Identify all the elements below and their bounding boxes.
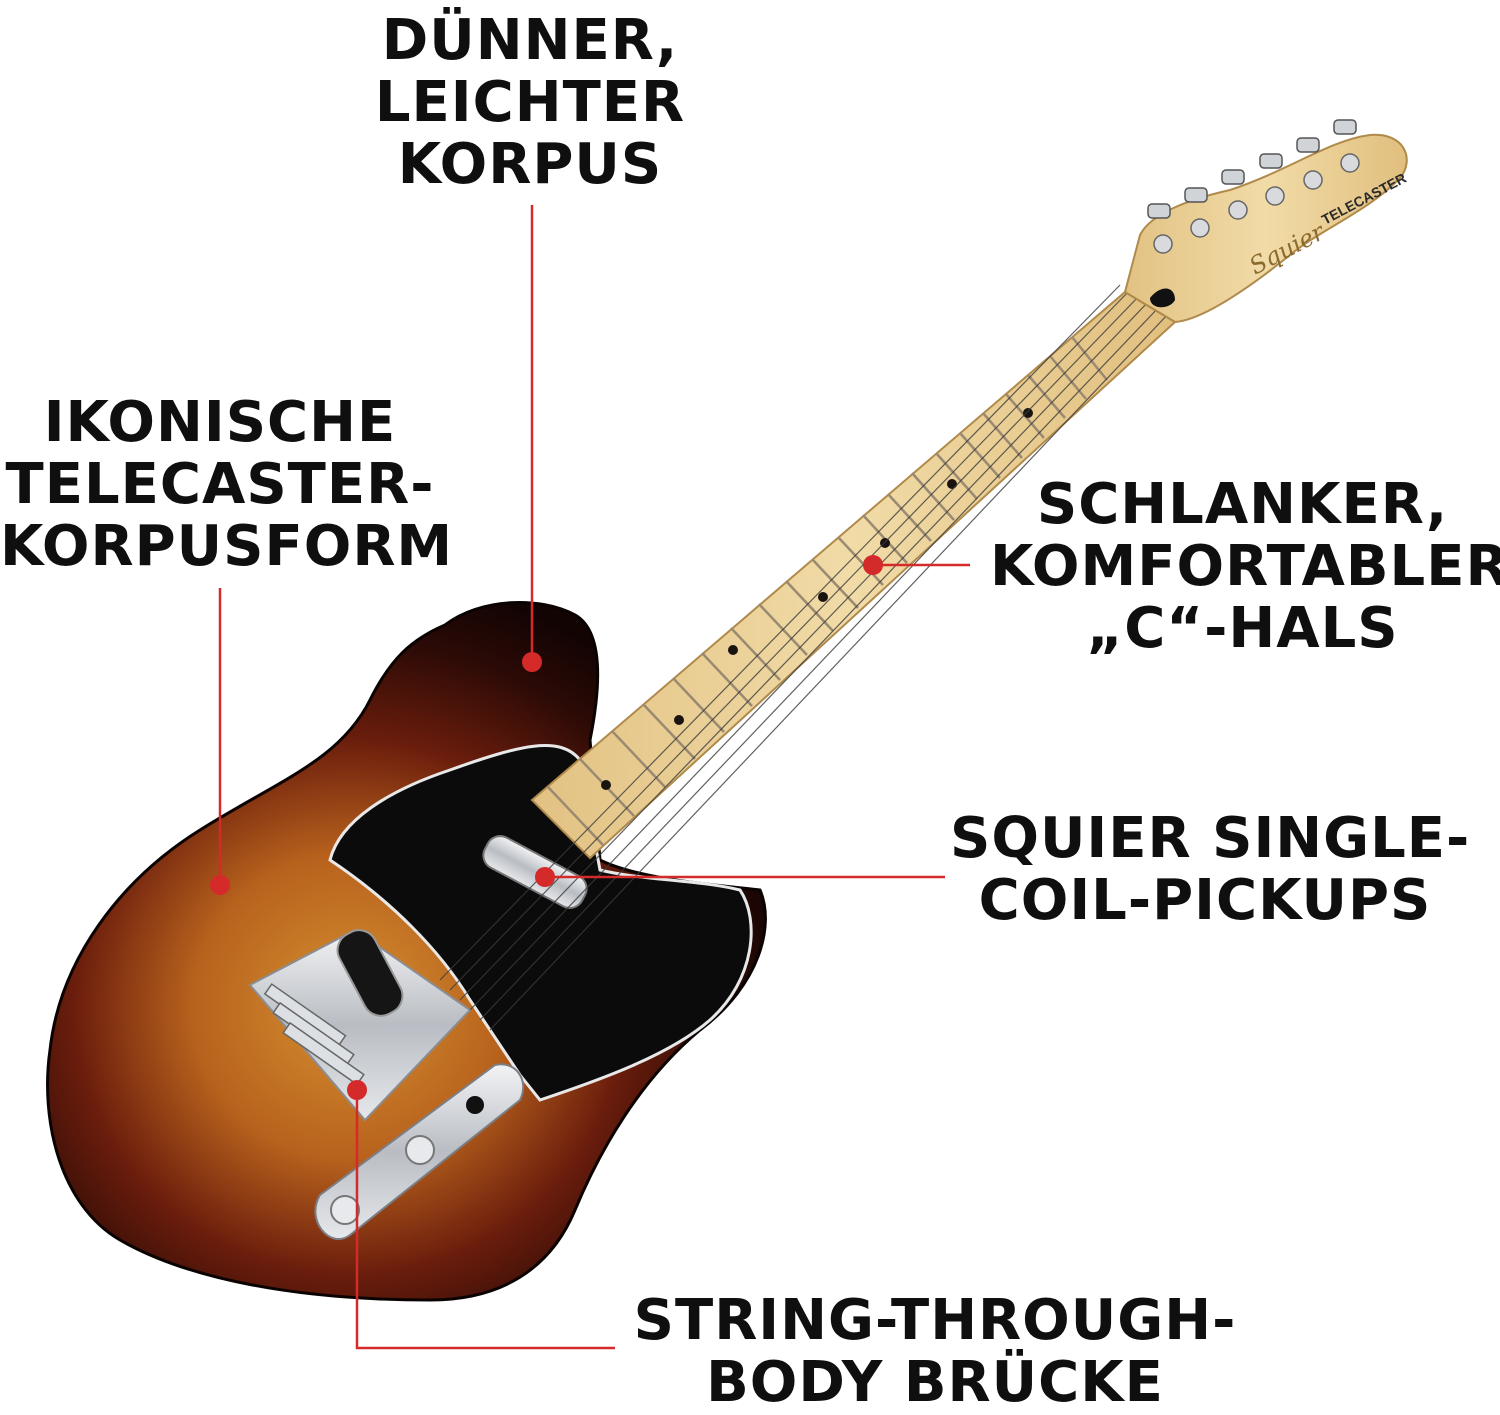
headstock: Squier TELECASTER xyxy=(1123,119,1409,324)
annotation-neck: SCHLANKER, KOMFORTABLER „C“-HALS xyxy=(990,472,1500,661)
annotation-line: KORPUS xyxy=(397,132,663,197)
annotation-pickups: SQUIER SINGLE- COIL-PICKUPS xyxy=(950,806,1471,933)
annotation-line: SQUIER SINGLE- xyxy=(950,806,1471,871)
pickguard xyxy=(328,744,753,1102)
bridge xyxy=(248,928,472,1122)
callout-dot-body-thin xyxy=(522,652,542,672)
annotation-line: „C“-HALS xyxy=(1086,596,1399,661)
annotation-line: SCHLANKER, xyxy=(1036,472,1449,537)
callout-lines xyxy=(218,205,970,1350)
callout-dot-bridge xyxy=(347,1080,367,1100)
annotation-body-shape: IKONISCHE TELECASTER- KORPUSFORM xyxy=(0,390,454,579)
callout-dot-body-shape xyxy=(210,875,230,895)
annotation-line: KOMFORTABLER xyxy=(990,534,1500,599)
neck-pickup xyxy=(482,835,588,909)
annotation-body-thin: DÜNNER, LEICHTER KORPUS xyxy=(365,10,695,196)
annotation-line: TELECASTER- xyxy=(5,452,435,517)
annotation-line: STRING-THROUGH- xyxy=(633,1288,1237,1353)
guitar-neck xyxy=(439,284,1177,1031)
callout-dots xyxy=(210,555,883,1100)
callout-dot-pickups xyxy=(535,867,555,887)
annotation-line: DÜNNER, xyxy=(381,8,679,73)
annotation-line: IKONISCHE xyxy=(43,390,397,455)
annotation-line: LEICHTER xyxy=(374,70,686,135)
callout-dot-neck xyxy=(863,555,883,575)
annotation-line: KORPUSFORM xyxy=(0,514,454,579)
annotation-bridge: STRING-THROUGH- BODY BRÜCKE xyxy=(625,1290,1245,1414)
callout-line-bridge xyxy=(355,1090,615,1350)
control-plate xyxy=(314,1063,525,1240)
annotation-line: COIL-PICKUPS xyxy=(978,868,1432,933)
annotation-line: BODY BRÜCKE xyxy=(706,1350,1164,1415)
